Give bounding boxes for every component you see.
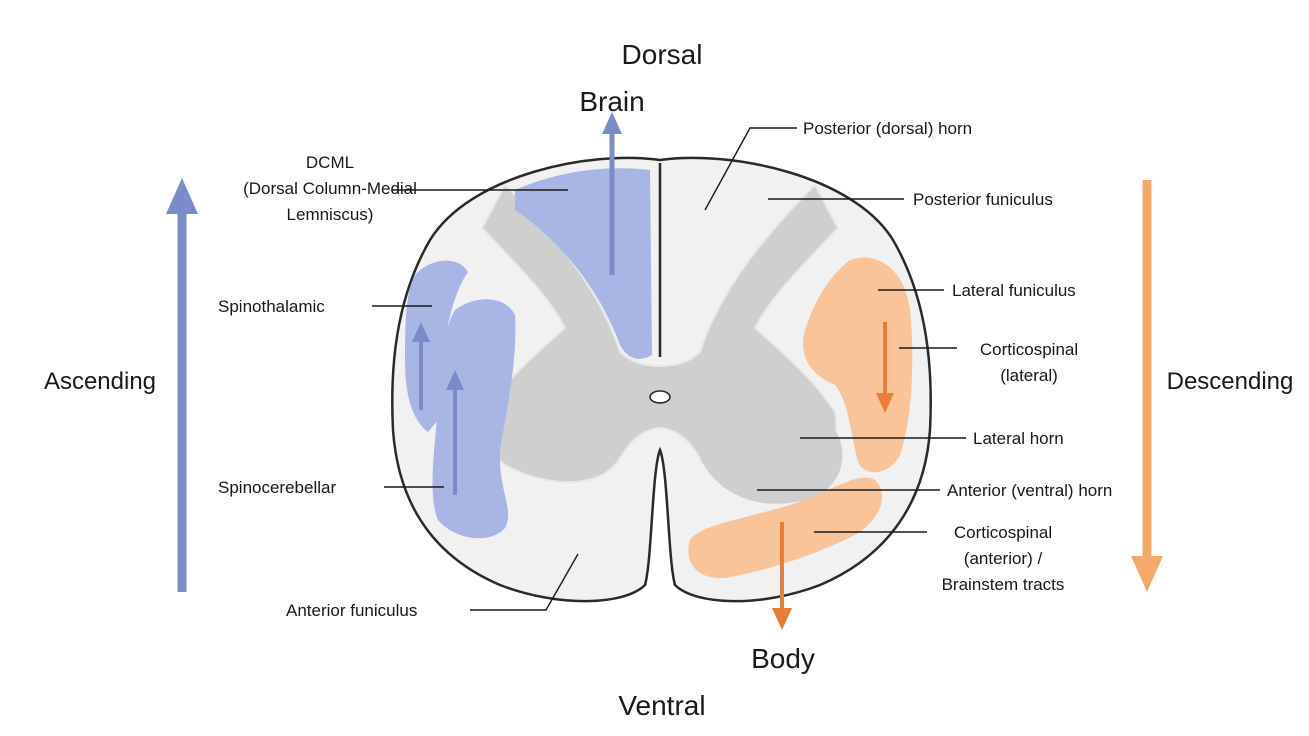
descending-label: Descending	[1167, 368, 1294, 395]
dcml-label-line3: Lemniscus)	[287, 205, 374, 224]
posterior-funiculus-label: Posterior funiculus	[913, 190, 1053, 209]
corticospinal-lateral-label-line1: Corticospinal	[980, 340, 1078, 359]
lateral-funiculus-label: Lateral funiculus	[952, 281, 1076, 300]
corticospinal-anterior-label-line1: Corticospinal	[954, 523, 1052, 542]
ascending-label: Ascending	[44, 368, 156, 395]
corticospinal-anterior-label-line3: Brainstem tracts	[942, 575, 1065, 594]
ascending-arrow	[166, 178, 198, 592]
ventral-label: Ventral	[618, 690, 705, 721]
body-label: Body	[751, 643, 815, 674]
dorsal-label: Dorsal	[622, 39, 703, 70]
posterior-horn-label: Posterior (dorsal) horn	[803, 119, 972, 138]
central-canal	[650, 391, 670, 403]
anterior-horn-label: Anterior (ventral) horn	[947, 481, 1112, 500]
spinothalamic-label: Spinothalamic	[218, 297, 325, 316]
corticospinal-lateral-label-line2: (lateral)	[1000, 366, 1058, 385]
lateral-horn-label: Lateral horn	[973, 429, 1064, 448]
dcml-label-line1: DCML	[306, 153, 354, 172]
anterior-funiculus-label: Anterior funiculus	[286, 601, 417, 620]
descending-arrow	[1131, 180, 1163, 592]
spinocerebellar-label: Spinocerebellar	[218, 478, 336, 497]
dcml-label-line2: (Dorsal Column-Medial	[243, 179, 417, 198]
corticospinal-anterior-label-line2: (anterior) /	[964, 549, 1043, 568]
brain-label: Brain	[579, 86, 644, 117]
